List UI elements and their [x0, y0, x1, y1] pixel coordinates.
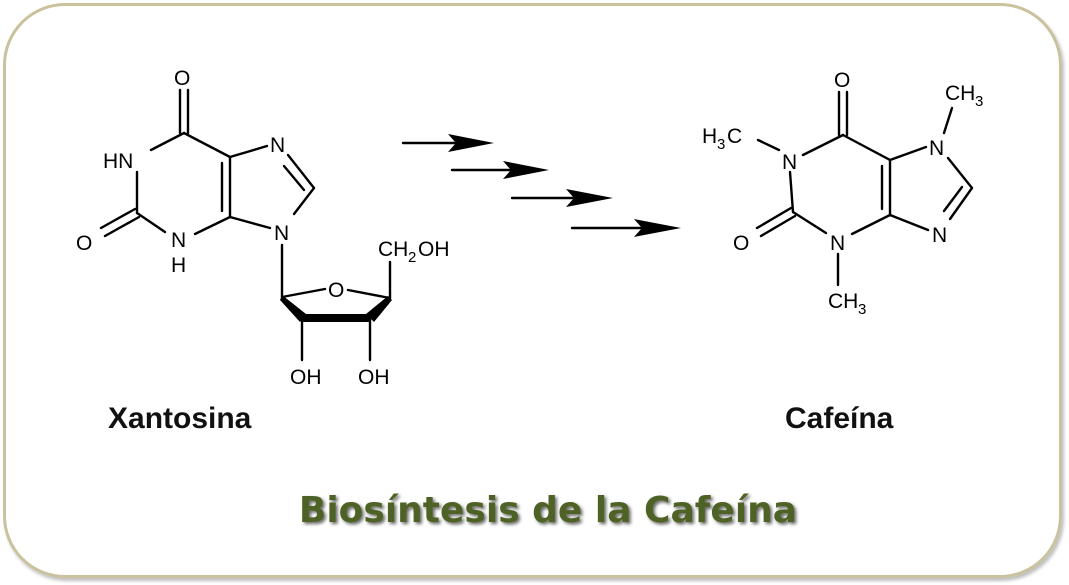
- atom-o: O: [834, 69, 850, 92]
- atom-o: O: [174, 67, 190, 90]
- arrow-icon: [570, 219, 681, 237]
- atom-h3c: H: [702, 125, 717, 148]
- atom-h3c: C: [727, 125, 742, 148]
- atom-n: N: [929, 137, 944, 160]
- diagram-title: Biosíntesis de la Cafeína: [299, 490, 797, 531]
- atom-oh: OH: [418, 238, 450, 261]
- atom-ch3: CH: [945, 82, 975, 105]
- atom-n: N: [270, 134, 285, 157]
- atom-o: O: [733, 232, 749, 255]
- arrow-icon: [401, 134, 494, 152]
- diagram-frame: [3, 3, 1062, 578]
- cafeina-bonds: [755, 90, 974, 287]
- reaction-arrows: [401, 134, 681, 237]
- xantosina-structure: O HN O N H N N O CH 2 OH OH OH Xantosina: [76, 67, 450, 435]
- atom-ch3: CH: [828, 290, 858, 313]
- atom-subscript: 2: [408, 249, 416, 266]
- atom-subscript: 3: [717, 136, 725, 153]
- atom-h: H: [171, 254, 186, 277]
- wedge-bond: [280, 295, 306, 322]
- atom-o: O: [76, 232, 92, 255]
- atom-n: N: [171, 229, 186, 252]
- atom-n: N: [274, 222, 289, 245]
- atom-n: N: [830, 232, 845, 255]
- atom-subscript: 3: [858, 301, 866, 318]
- wedge-bond: [366, 296, 392, 322]
- atom-hn: HN: [103, 150, 133, 173]
- atom-n: N: [932, 224, 947, 247]
- cafeina-structure: O H 3 C N O N CH 3 N CH 3 N Cafeína: [702, 69, 983, 435]
- xantosina-bonds: [99, 88, 392, 362]
- atom-oh: OH: [358, 366, 390, 389]
- arrow-icon: [510, 189, 613, 207]
- atom-n: N: [782, 151, 797, 174]
- arrow-icon: [450, 161, 549, 179]
- atom-oh: OH: [290, 366, 322, 389]
- atom-ch2oh: CH: [378, 238, 408, 261]
- atom-o: O: [328, 279, 344, 302]
- cafeina-label: Cafeína: [785, 402, 894, 435]
- wedge-bond: [302, 314, 370, 322]
- atom-subscript: 3: [975, 93, 983, 110]
- xantosina-label: Xantosina: [108, 402, 252, 435]
